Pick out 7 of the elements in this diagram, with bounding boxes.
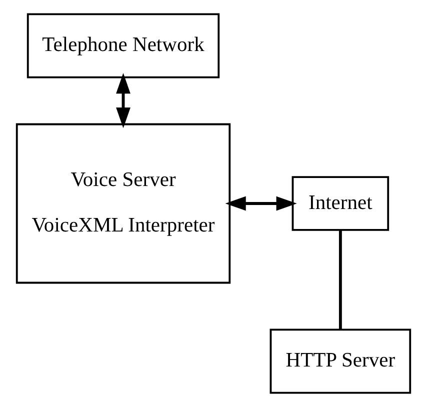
arrow	[224, 196, 296, 211]
node-box: Internet	[291, 176, 389, 231]
node-box: Telephone Network	[26, 13, 220, 78]
node-box: HTTP Server	[269, 328, 411, 394]
node-box: Voice Server VoiceXML Interpreter	[15, 123, 230, 284]
connector	[338, 230, 342, 330]
arrow	[116, 73, 130, 128]
